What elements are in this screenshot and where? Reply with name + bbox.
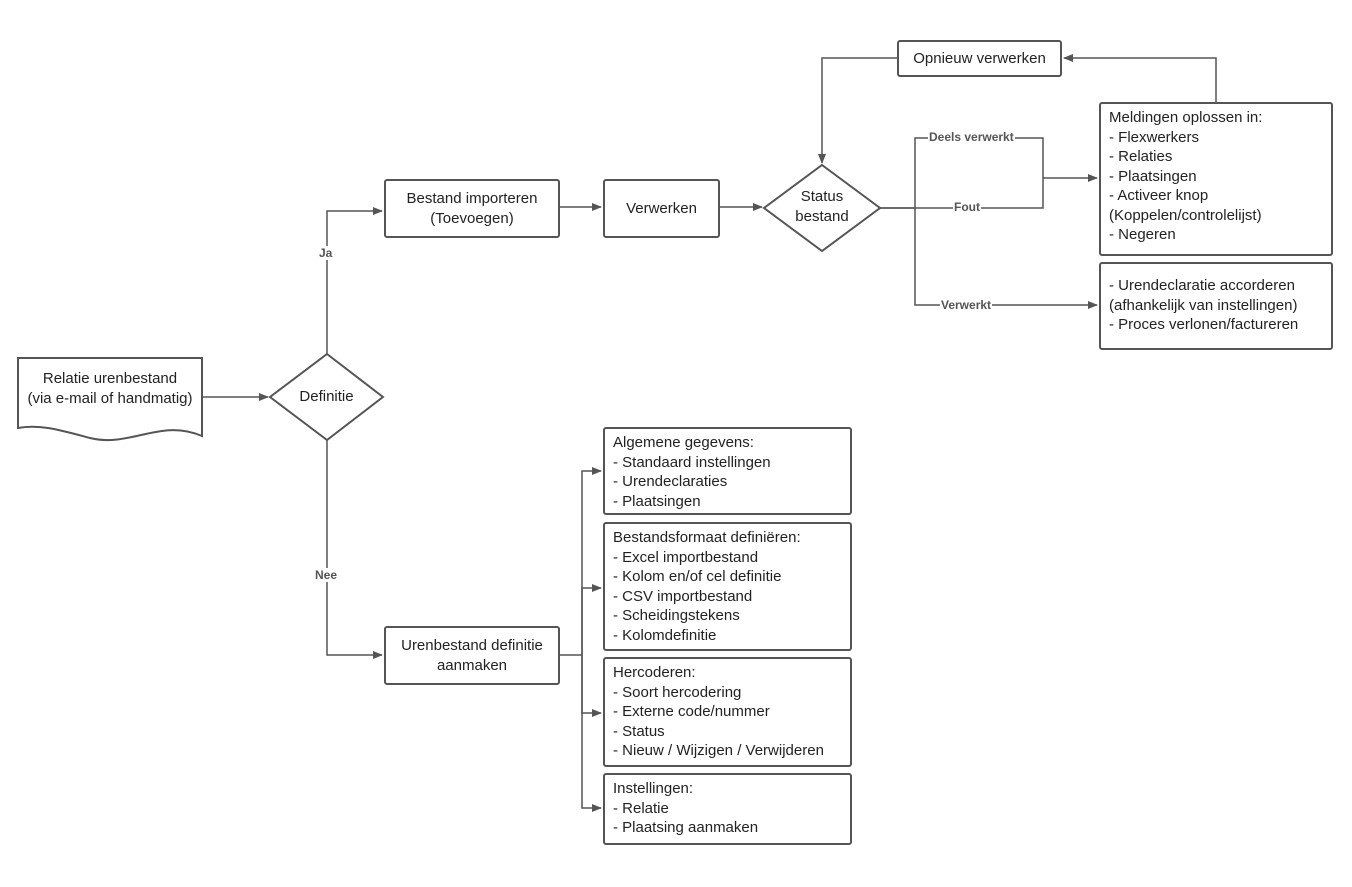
edge-fout — [880, 178, 1044, 209]
instellingen-line-3: - Plaatsing aanmaken — [613, 819, 759, 836]
algemeen-line-2: - Standaard instellingen — [613, 453, 771, 471]
edge-to-formaat — [581, 584, 602, 655]
edge-label-deels: Deels verwerkt — [928, 130, 1015, 144]
edge-deels — [880, 137, 1044, 209]
formaat-line-2: - Excel importbestand — [613, 548, 759, 566]
accorderen-line-2: (afhankelijk van instellingen) — [1109, 296, 1298, 314]
hercoderen-line-2: - Soort hercodering — [613, 683, 742, 701]
edge-to-hercoderen — [581, 655, 602, 717]
meldingen-line-2: - Flexwerkers — [1109, 128, 1200, 146]
edge-label-nee: Nee — [314, 568, 339, 582]
edge-label-ja: Ja — [318, 246, 334, 260]
formaat-box: Bestandsformaat definiëren: - Excel impo… — [603, 522, 852, 651]
accorderen-line-3: - Proces verlonen/factureren — [1109, 316, 1299, 333]
opnieuw-box: Opnieuw verwerken — [897, 40, 1062, 77]
meldingen-line-3: - Relaties — [1109, 148, 1173, 165]
definitie-aanmaken-box: Urenbestand definitie aanmaken — [384, 626, 560, 685]
source-line-1: Relatie urenbestand — [42, 370, 178, 387]
meldingen-line-7: - Negeren — [1109, 226, 1176, 243]
definitie-aanmaken-line-1: Urenbestand definitie — [401, 637, 543, 654]
instellingen-line-2: - Relatie — [613, 799, 669, 817]
status-decision: Status bestand — [772, 187, 872, 226]
source-document-shape — [17, 357, 203, 442]
meldingen-line-4: - Plaatsingen — [1109, 167, 1197, 185]
accorderen-line-1: - Urendeclaratie accorderen — [1109, 277, 1295, 294]
definitie-aanmaken-line-2: aanmaken — [436, 656, 508, 674]
edge-opnieuw-status — [818, 57, 897, 164]
accorderen-box: - Urendeclaratie accorderen (afhankelijk… — [1099, 262, 1333, 350]
edge-to-algemeen — [581, 467, 602, 655]
algemeen-line-1: Algemene gegevens: — [613, 434, 754, 451]
status-diamond-shape — [762, 163, 882, 253]
meldingen-box: Meldingen oplossen in: - Flexwerkers - R… — [1099, 102, 1333, 256]
meldingen-line-6: (Koppelen/controlelijst) — [1109, 206, 1262, 224]
formaat-line-1: Bestandsformaat definiëren: — [613, 529, 801, 546]
hercoderen-line-5: - Nieuw / Wijzigen / Verwijderen — [613, 742, 824, 759]
algemeen-box: Algemene gegevens: - Standaard instellin… — [603, 427, 852, 515]
formaat-line-6: - Kolomdefinitie — [613, 626, 717, 644]
importeren-box: Bestand importeren (Toevoegen) — [384, 179, 560, 238]
hercoderen-line-3: - Externe code/nummer — [613, 703, 770, 720]
meldingen-line-1: Meldingen oplossen in: — [1109, 109, 1263, 126]
importeren-line-2: (Toevoegen) — [430, 209, 514, 227]
verwerken-box: Verwerken — [603, 179, 720, 238]
definitie-decision: Definitie — [270, 387, 383, 407]
status-line-1: Status — [800, 188, 844, 205]
edge-nee — [326, 440, 383, 659]
formaat-line-5: - Scheidingstekens — [613, 607, 740, 624]
algemeen-line-4: - Plaatsingen — [613, 492, 701, 510]
source-document: Relatie urenbestand (via e-mail of handm… — [18, 369, 202, 408]
algemeen-line-3: - Urendeclaraties — [613, 473, 728, 490]
hercoderen-line-4: - Status — [613, 722, 665, 740]
importeren-line-1: Bestand importeren — [406, 190, 538, 207]
formaat-line-4: - CSV importbestand — [613, 587, 753, 605]
edge-verwerkt — [914, 208, 1098, 309]
hercoderen-line-1: Hercoderen: — [613, 664, 696, 681]
meldingen-line-5: - Activeer knop — [1109, 187, 1209, 204]
status-line-2: bestand — [795, 207, 849, 225]
edge-label-fout: Fout — [953, 200, 981, 214]
edge-meldingen-opnieuw — [1063, 54, 1217, 102]
definitie-label: Definitie — [299, 388, 354, 405]
instellingen-line-1: Instellingen: — [613, 780, 694, 797]
edge-ja — [326, 207, 383, 354]
formaat-line-3: - Kolom en/of cel definitie — [613, 568, 782, 585]
verwerken-label: Verwerken — [626, 199, 697, 217]
hercoderen-box: Hercoderen: - Soort hercodering - Extern… — [603, 657, 852, 767]
opnieuw-label: Opnieuw verwerken — [913, 49, 1046, 67]
source-line-2: (via e-mail of handmatig) — [27, 389, 193, 407]
instellingen-box: Instellingen: - Relatie - Plaatsing aanm… — [603, 773, 852, 845]
edge-label-verwerkt: Verwerkt — [940, 298, 993, 312]
edge-to-instellingen — [581, 655, 602, 812]
